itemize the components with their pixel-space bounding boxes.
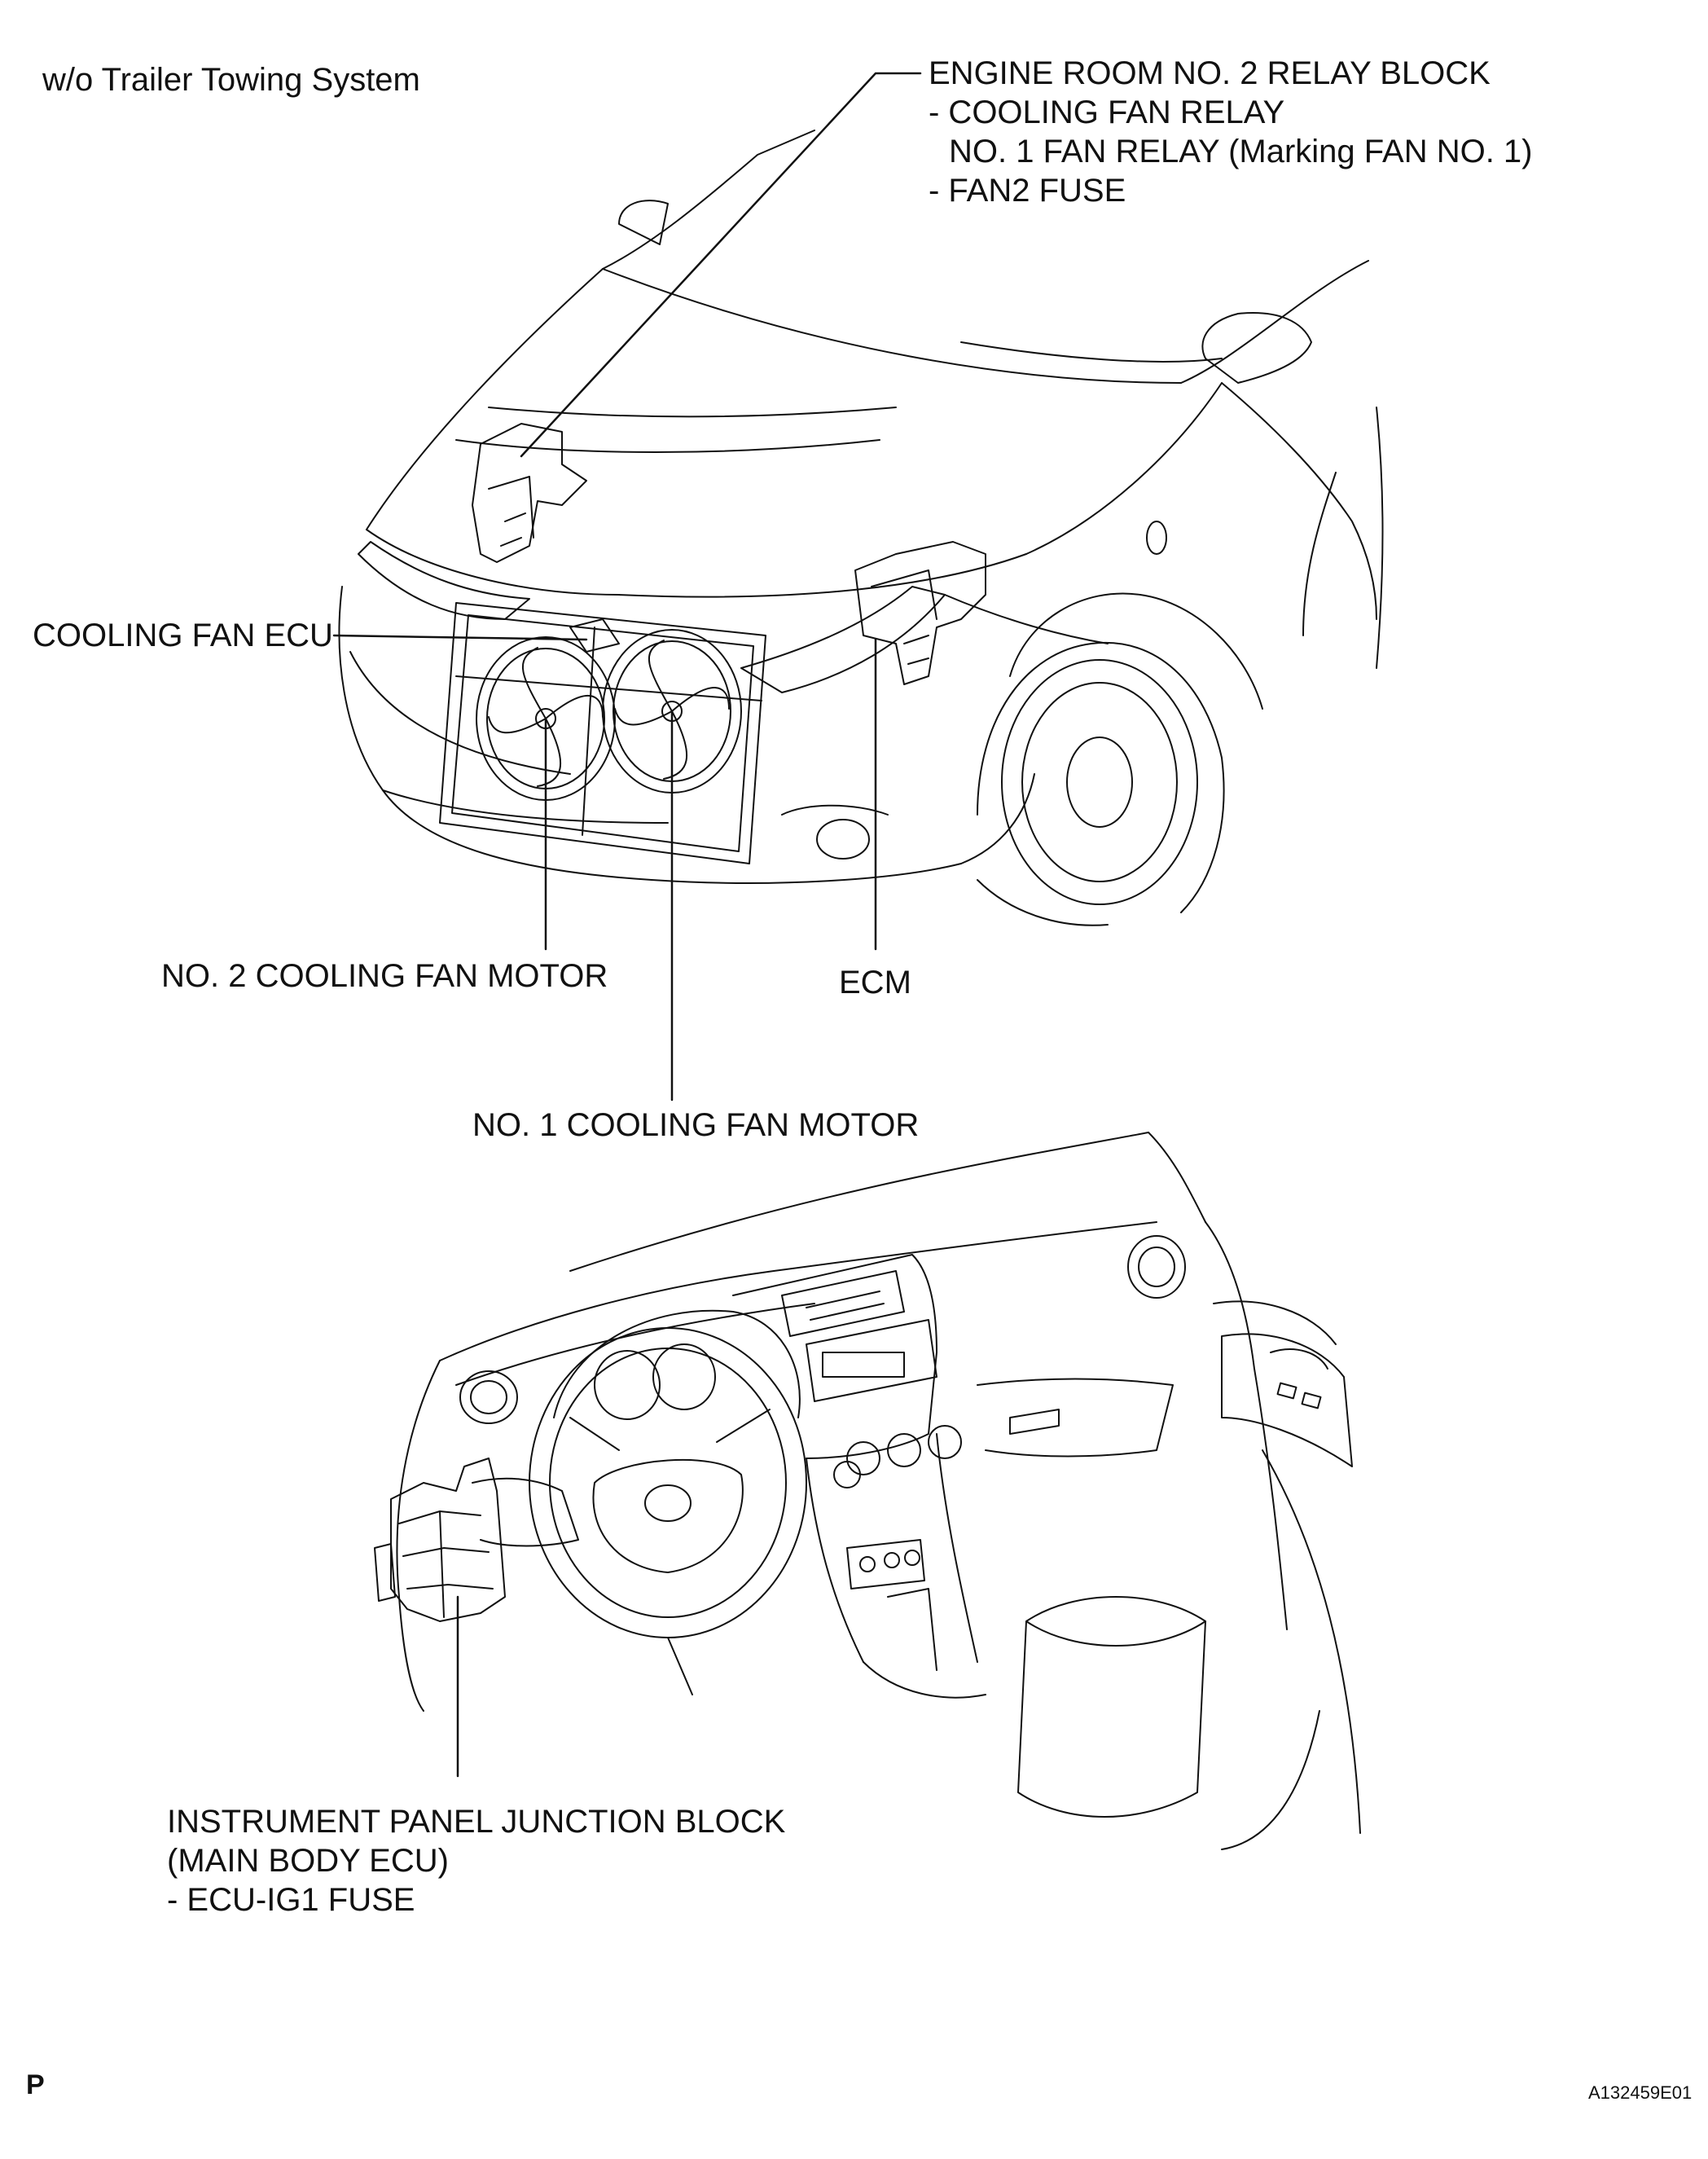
relay-block-label-line4: - FAN2 FUSE bbox=[929, 173, 1126, 209]
cooling-fan-ecu-label: COOLING FAN ECU bbox=[33, 618, 333, 653]
no1-cooling-fan-motor-label: NO. 1 COOLING FAN MOTOR bbox=[472, 1107, 920, 1143]
ecm-label: ECM bbox=[839, 965, 911, 1000]
no2-cooling-fan-motor-label: NO. 2 COOLING FAN MOTOR bbox=[161, 958, 608, 994]
system-condition-label: w/o Trailer Towing System bbox=[42, 62, 420, 98]
junction-block-label-line3: - ECU-IG1 FUSE bbox=[167, 1882, 415, 1918]
relay-block-label-line2: - COOLING FAN RELAY bbox=[929, 95, 1285, 130]
junction-block-label-line1: INSTRUMENT PANEL JUNCTION BLOCK bbox=[167, 1804, 786, 1840]
junction-block-label-line2: (MAIN BODY ECU) bbox=[167, 1843, 449, 1879]
figure-id: A132459E01 bbox=[1588, 2082, 1693, 2103]
relay-block-label-line1: ENGINE ROOM NO. 2 RELAY BLOCK bbox=[929, 55, 1491, 91]
vehicle-interior-illustration bbox=[375, 1132, 1360, 1849]
vehicle-front-illustration bbox=[340, 130, 1383, 926]
leader-lines-top bbox=[334, 73, 920, 1100]
relay-block-label-line3: NO. 1 FAN RELAY (Marking FAN NO. 1) bbox=[949, 134, 1533, 169]
page-marker: P bbox=[26, 2069, 45, 2100]
